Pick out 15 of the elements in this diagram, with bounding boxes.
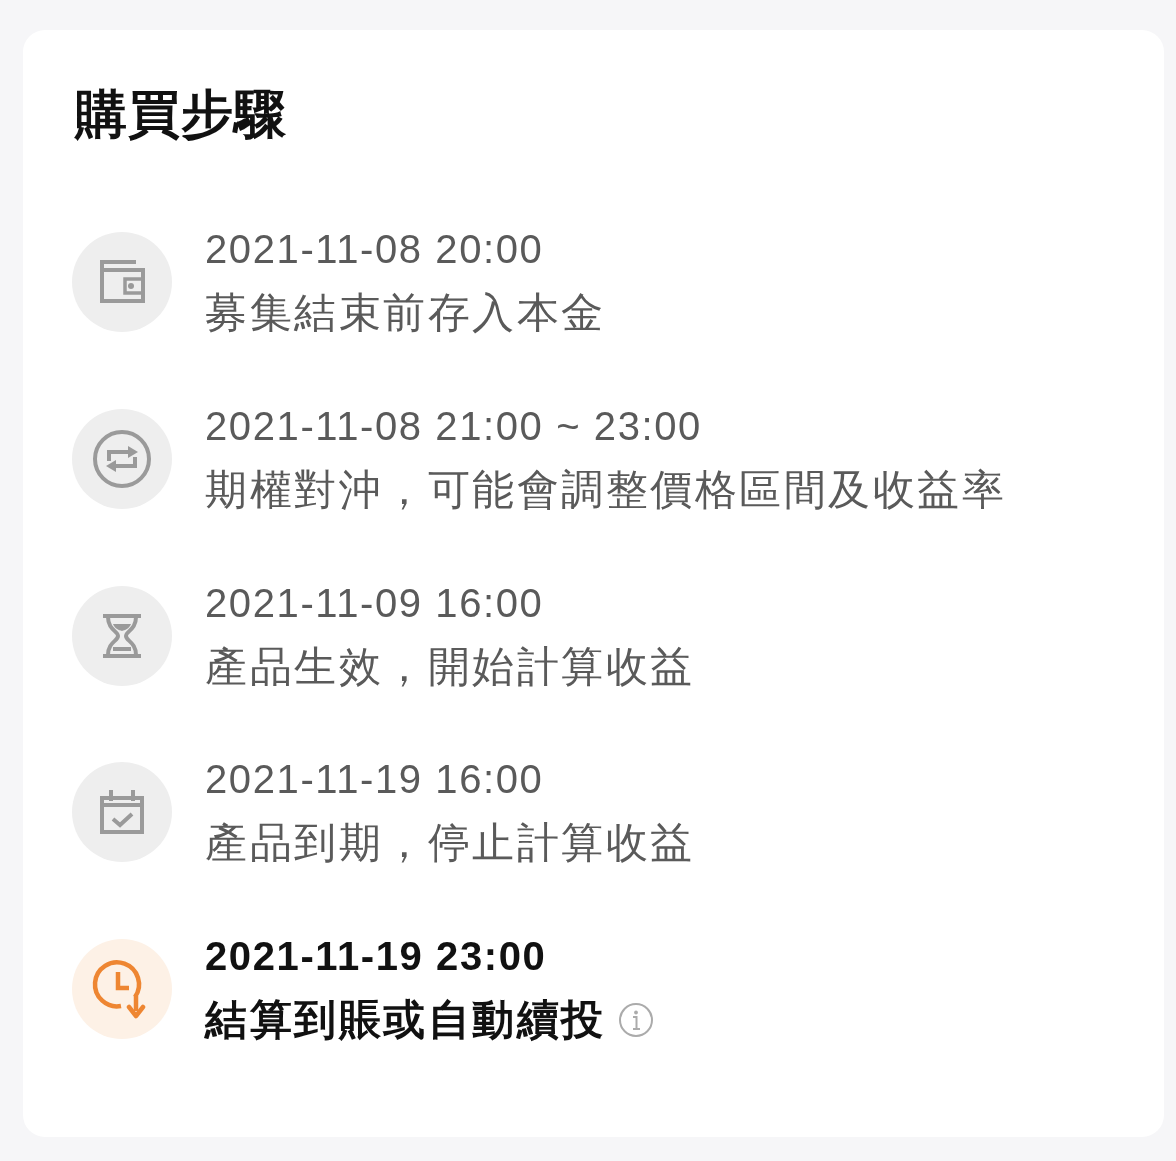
date-text: 2021-11-09 16:00 bbox=[205, 580, 544, 627]
date-text: 2021-11-19 23:00 bbox=[205, 933, 547, 980]
date-text: 2021-11-08 21:00 ~ 23:00 bbox=[205, 403, 702, 450]
calendar-check-icon bbox=[72, 762, 172, 862]
swap-arrows-icon bbox=[72, 409, 172, 509]
step-text: 結算到賬或自動續投 bbox=[205, 995, 606, 1045]
step-text: 期權對沖，可能會調整價格區間及收益率 bbox=[205, 465, 1006, 515]
date-text: 2021-11-19 16:00 bbox=[205, 756, 544, 803]
title: 購買步驟 bbox=[75, 84, 287, 145]
hourglass-icon bbox=[72, 586, 172, 686]
date-text: 2021-11-08 20:00 bbox=[205, 226, 544, 273]
step-text: 募集結束前存入本金 bbox=[205, 288, 606, 338]
wallet-icon bbox=[72, 232, 172, 332]
step-text: 產品到期，停止計算收益 bbox=[205, 818, 695, 868]
step-text: 產品生效，開始計算收益 bbox=[205, 642, 695, 692]
